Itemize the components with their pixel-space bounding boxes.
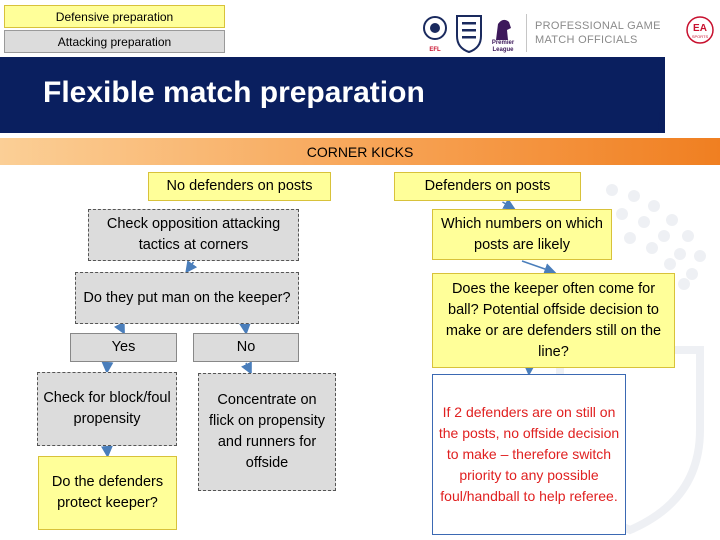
node-no-defenders-on-posts: No defenders on posts <box>148 172 331 201</box>
page-title: Flexible match preparation <box>43 76 425 109</box>
legend-defensive-preparation: Defensive preparation <box>4 5 225 28</box>
connector-arrow <box>521 260 557 275</box>
connector-arrow <box>241 361 252 375</box>
node-no: No <box>193 333 299 362</box>
efl-caption: EFL <box>429 47 441 53</box>
premier-league-logo: Premier League <box>488 14 518 54</box>
node-defenders-on-posts: Defenders on posts <box>394 172 581 201</box>
section-band: CORNER KICKS <box>0 138 720 165</box>
ea-sports-logo: EA SPORTS <box>686 16 714 44</box>
node-yes: Yes <box>70 333 177 362</box>
pgmol-line-2: MATCH OFFICIALS <box>535 34 638 46</box>
title-band-tip <box>640 57 665 133</box>
connector-arrow <box>113 321 125 335</box>
legend-attacking-preparation: Attacking preparation <box>4 30 225 53</box>
node-keeper-come-for-ball-question: Does the keeper often come for ball? Pot… <box>432 273 675 368</box>
efl-badge-icon <box>423 16 447 40</box>
node-check-opposition-tactics: Check opposition attacking tactics at co… <box>88 209 299 261</box>
pgmol-wordmark: PROFESSIONAL GAME MATCH OFFICIALS <box>526 14 661 52</box>
premier-league-caption: Premier League <box>491 40 515 53</box>
england-crest-logo <box>454 14 484 54</box>
connector-arrow <box>100 445 113 458</box>
node-man-on-keeper-question: Do they put man on the keeper? <box>75 272 299 324</box>
lion-head-icon <box>496 19 511 40</box>
node-concentrate-flick-on: Concentrate on flick on propensity and r… <box>198 373 336 491</box>
connector-arrow <box>239 322 251 335</box>
connector-arrow <box>185 260 198 274</box>
efl-logo: EFL <box>420 14 450 54</box>
ea-logo-text: EA <box>693 23 707 34</box>
three-lions-crest-icon <box>456 15 482 54</box>
node-check-block-foul: Check for block/foul propensity <box>37 372 177 446</box>
node-no-offside-decision: If 2 defenders are on still on the posts… <box>432 374 626 535</box>
pgmol-line-1: PROFESSIONAL GAME <box>535 20 661 32</box>
node-defenders-protect-keeper: Do the defenders protect keeper? <box>38 456 177 530</box>
title-band <box>0 57 665 133</box>
node-which-numbers-on-posts: Which numbers on which posts are likely <box>432 209 612 260</box>
section-title: CORNER KICKS <box>306 143 414 160</box>
sponsor-logos: EFL Premier League PROFESSIONAL GAME MAT… <box>420 14 661 54</box>
connector-arrow <box>502 198 516 210</box>
ea-logo-subtext: SPORTS <box>692 34 709 39</box>
